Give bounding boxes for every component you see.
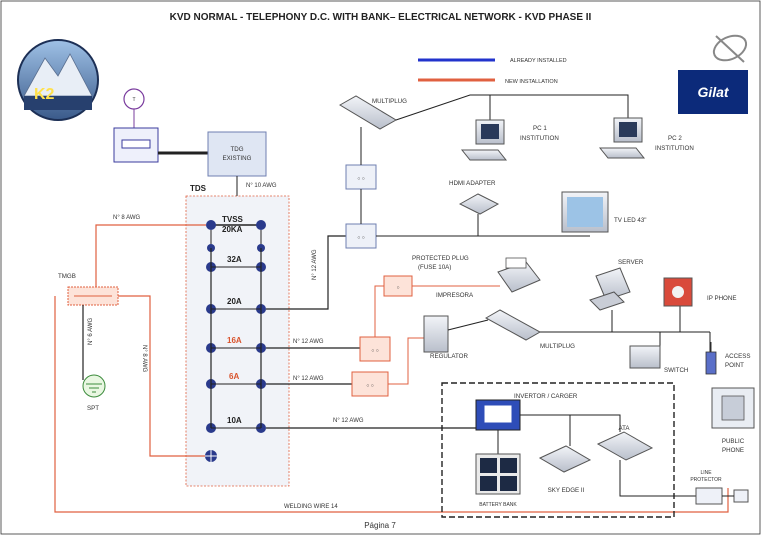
svg-text:○: ○ — [396, 285, 399, 291]
line-protector: LINE PROTECTOR — [690, 470, 749, 505]
network-switch: SWITCH — [629, 345, 688, 374]
n8-wire-top — [95, 224, 206, 287]
welding-wire — [54, 296, 729, 513]
svg-text:6A: 6A — [229, 372, 239, 381]
inverter-group — [441, 382, 675, 518]
access-point: ACCESS POINT — [705, 342, 750, 375]
svg-text:PROTECTOR: PROTECTOR — [690, 477, 722, 483]
server-laptop: SERVER — [589, 259, 644, 311]
svg-text:IMPRESORA: IMPRESORA — [436, 292, 474, 299]
svg-text:INSTITUTION: INSTITUTION — [655, 145, 694, 152]
svg-text:ALREADY INSTALLED: ALREADY INSTALLED — [510, 58, 567, 64]
svg-text:LINE: LINE — [700, 470, 712, 476]
battery-bank: BATTERY BANK — [475, 453, 521, 508]
svg-text:20A: 20A — [227, 297, 242, 306]
svg-text:NEW INSTALLATION: NEW INSTALLATION — [505, 79, 558, 85]
svg-text:ACCESS: ACCESS — [725, 353, 750, 360]
svg-text:32A: 32A — [227, 255, 242, 264]
ata-device: ATA — [596, 425, 654, 461]
svg-text:T: T — [132, 97, 135, 103]
hdmi-adapter: HDMI ADAPTER — [449, 180, 500, 215]
meter: T — [113, 88, 159, 163]
svg-text:20KA: 20KA — [222, 225, 243, 234]
svg-text:16A: 16A — [227, 336, 242, 345]
svg-text:SKY EDGE II: SKY EDGE II — [548, 487, 585, 494]
svg-text:N° 12 AWG: N° 12 AWG — [312, 249, 318, 280]
gilat-logo: Gilat — [678, 34, 748, 114]
svg-text:EXISTING: EXISTING — [223, 155, 252, 162]
svg-text:PC 2: PC 2 — [668, 135, 682, 142]
multiplug-pc-wire — [395, 94, 629, 121]
svg-text:○ ○: ○ ○ — [357, 176, 364, 182]
ip-phone: IP PHONE — [663, 277, 736, 307]
inverter-charger — [475, 399, 521, 431]
tdg-box: TDG EXISTING — [207, 131, 267, 177]
svg-text:TMGB: TMGB — [58, 273, 76, 280]
svg-text:MULTIPLUG: MULTIPLUG — [540, 343, 575, 350]
svg-text:TV LED 43": TV LED 43" — [614, 217, 646, 224]
svg-text:MULTIPLUG: MULTIPLUG — [372, 98, 407, 105]
n8-wire-ground — [118, 295, 205, 457]
tds-label: TDS — [190, 184, 207, 193]
public-phone: PUBLIC PHONE — [711, 387, 755, 454]
pc1: PC 1 INSTITUTION — [460, 119, 559, 161]
svg-text:PROTECTED PLUG: PROTECTED PLUG — [412, 255, 469, 262]
svg-text:INVERTOR / CARGER: INVERTOR / CARGER — [514, 393, 578, 400]
svg-text:N° 8 AWG: N° 8 AWG — [113, 215, 141, 221]
tv-led: TV LED 43" — [561, 191, 646, 233]
svg-text:POINT: POINT — [725, 362, 744, 369]
svg-text:PUBLIC: PUBLIC — [722, 438, 745, 445]
svg-text:SERVER: SERVER — [618, 259, 644, 266]
svg-text:N° 12 AWG: N° 12 AWG — [293, 376, 324, 382]
svg-text:TVSS: TVSS — [222, 215, 244, 224]
tds-panel — [185, 195, 290, 487]
svg-text:PHONE: PHONE — [722, 447, 744, 454]
svg-text:N° 12 AWG: N° 12 AWG — [293, 339, 324, 345]
svg-text:PC 1: PC 1 — [533, 125, 547, 132]
svg-text:○ ○: ○ ○ — [371, 348, 378, 354]
spt-ground: SPT — [82, 374, 106, 412]
pc2: PC 2 INSTITUTION — [598, 117, 694, 159]
svg-text:REGULATOR: REGULATOR — [430, 353, 468, 360]
svg-text:N° 12 AWG: N° 12 AWG — [333, 418, 364, 424]
svg-text:TDG: TDG — [230, 146, 243, 153]
outlet-16a: ○ ○ — [359, 336, 391, 362]
k2-logo: K2 — [17, 39, 99, 121]
svg-text:N° 6 AWG: N° 6 AWG — [88, 317, 94, 345]
svg-text:BATTERY BANK: BATTERY BANK — [479, 502, 517, 508]
svg-text:N° 10 AWG: N° 10 AWG — [246, 183, 277, 189]
diagram-title: KVD NORMAL - TELEPHONY D.C. WITH BANK– E… — [170, 12, 592, 23]
svg-text:○ ○: ○ ○ — [357, 235, 364, 241]
outlet-lower: ○ ○ — [345, 223, 377, 249]
svg-text:(FUSE 10A): (FUSE 10A) — [418, 264, 451, 271]
outlet-6a: ○ ○ — [351, 371, 389, 397]
circuit-20a-wire — [266, 235, 346, 310]
ground-terminal — [205, 450, 217, 462]
svg-text:○ ○: ○ ○ — [366, 383, 373, 389]
svg-text:WELDING WIRE 14: WELDING WIRE 14 — [284, 504, 338, 510]
page-number: Página 7 — [364, 521, 396, 530]
svg-text:INSTITUTION: INSTITUTION — [520, 135, 559, 142]
svg-text:IP PHONE: IP PHONE — [707, 295, 736, 302]
legend: ALREADY INSTALLED NEW INSTALLATION — [418, 58, 567, 85]
svg-text:Gilat: Gilat — [697, 84, 729, 100]
svg-text:HDMI ADAPTER: HDMI ADAPTER — [449, 180, 496, 187]
svg-text:K2: K2 — [34, 86, 55, 103]
printer-impresora: IMPRESORA — [436, 257, 541, 299]
svg-text:10A: 10A — [227, 416, 242, 425]
outlet-upper: ○ ○ — [345, 164, 377, 190]
svg-text:ATA: ATA — [618, 425, 630, 432]
svg-text:SPT: SPT — [87, 405, 99, 412]
svg-text:SWITCH: SWITCH — [664, 367, 688, 374]
sky-edge-modem: SKY EDGE II — [538, 445, 592, 494]
regulator: REGULATOR — [423, 315, 468, 360]
svg-text:N° 8 AWG: N° 8 AWG — [141, 345, 147, 373]
